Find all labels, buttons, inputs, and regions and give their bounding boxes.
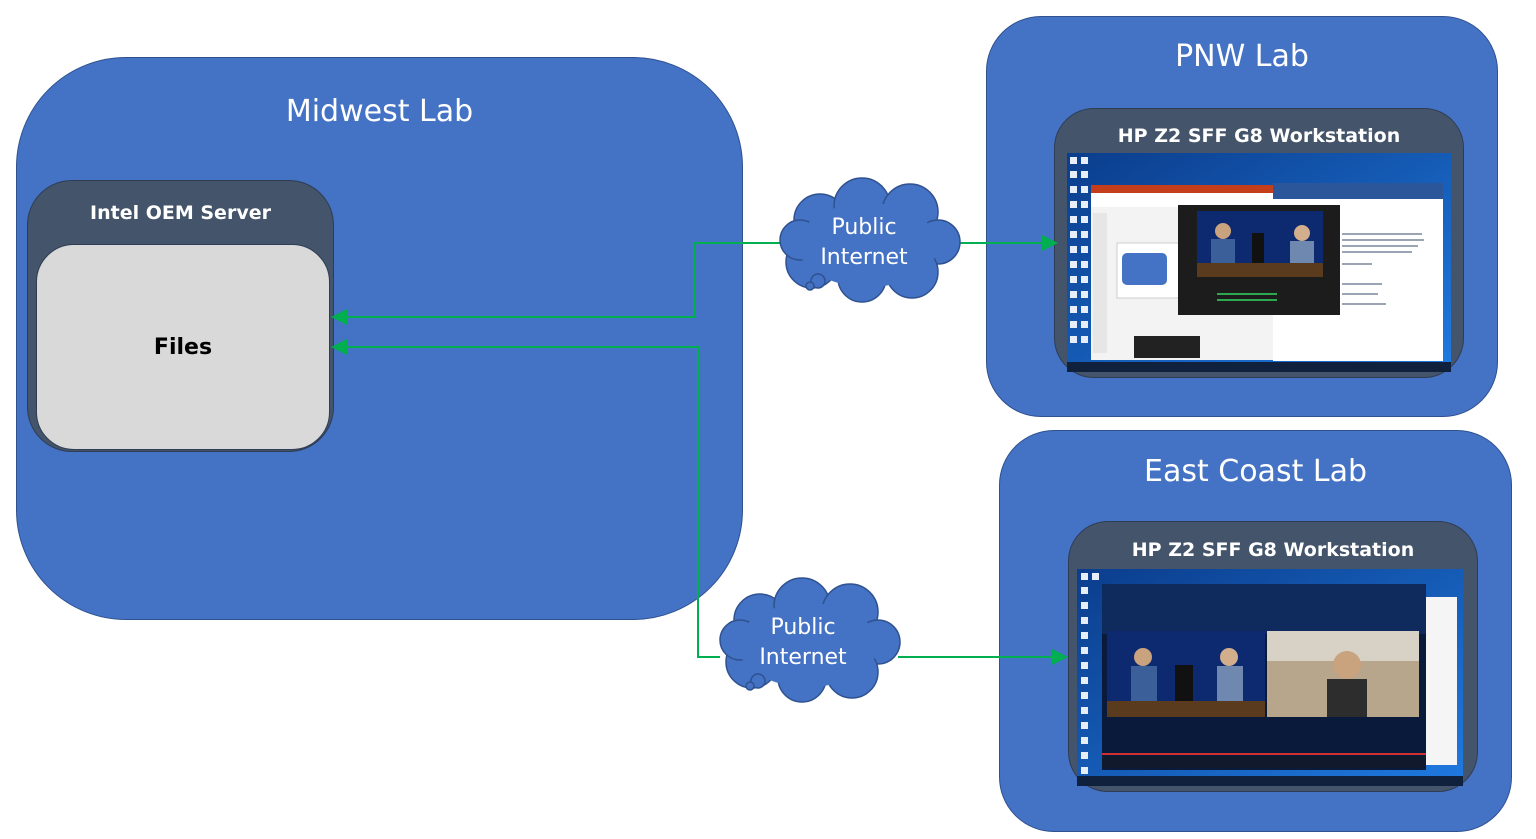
files-box: Files bbox=[36, 244, 330, 450]
east-coast-workstation-screenshot bbox=[1077, 569, 1463, 786]
cloud-label-line1: Public bbox=[770, 615, 836, 640]
connector-files-to-cloud2 bbox=[331, 339, 720, 658]
cloud-public-internet-2: Public Internet bbox=[733, 613, 873, 673]
files-label: Files bbox=[153, 334, 213, 360]
cloud-label-line2: Internet bbox=[820, 245, 908, 270]
cloud-label-line2: Internet bbox=[759, 645, 847, 670]
east-coast-workstation-title: HP Z2 SFF G8 Workstation bbox=[1131, 539, 1415, 561]
midwest-lab-title: Midwest Lab bbox=[285, 94, 474, 129]
cloud-public-internet-1: Public Internet bbox=[794, 213, 934, 273]
pnw-workstation-screenshot bbox=[1067, 153, 1451, 372]
east-coast-lab-title: East Coast Lab bbox=[1143, 454, 1368, 489]
connector-files-to-cloud1 bbox=[331, 242, 780, 325]
intel-oem-server-title: Intel OEM Server bbox=[90, 202, 271, 224]
cloud-label-line1: Public bbox=[831, 215, 897, 240]
pnw-lab-title: PNW Lab bbox=[1175, 39, 1309, 74]
pnw-workstation-title: HP Z2 SFF G8 Workstation bbox=[1117, 125, 1401, 147]
